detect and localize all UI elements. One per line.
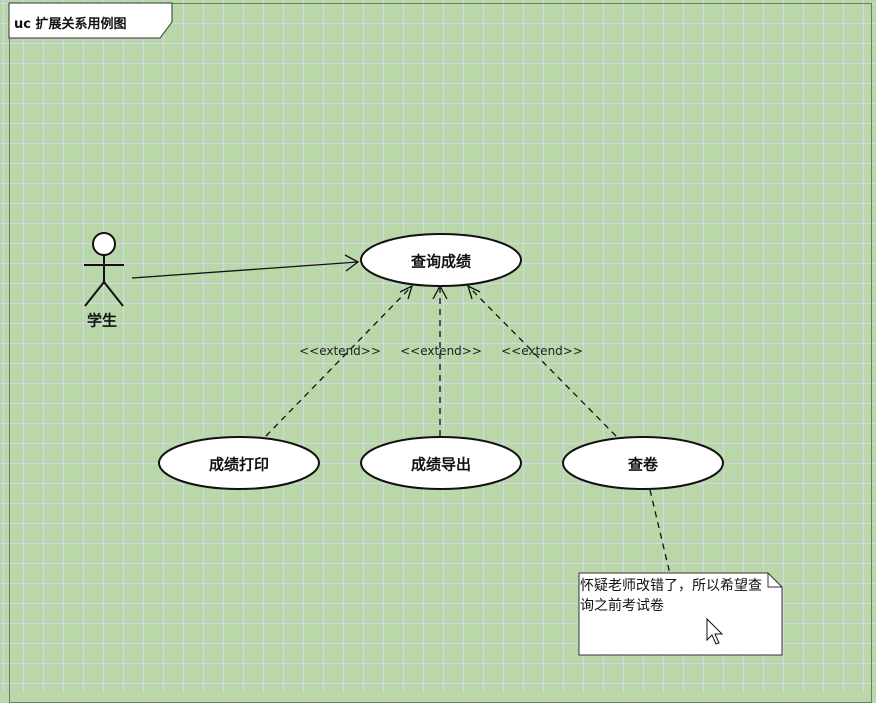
extend-arrow-review[interactable] [466, 284, 617, 437]
extend-label-review: <<extend>> [501, 344, 583, 358]
mouse-cursor-icon [706, 617, 724, 645]
note-box[interactable] [578, 572, 783, 656]
usecase-review-label: 查卷 [627, 455, 659, 474]
note-anchor-line [649, 489, 671, 575]
frame-title: uc 扩展关系用例图 [14, 17, 127, 32]
usecase-export-label: 成绩导出 [410, 455, 472, 474]
extend-arrow-export[interactable] [432, 284, 448, 436]
association-line[interactable] [131, 254, 360, 279]
frame-title-tab [8, 2, 173, 39]
note-text: 怀疑老师改错了，所以希望查询之前考试卷 [580, 578, 762, 614]
usecase-main-ellipse[interactable] [360, 233, 522, 287]
usecase-main-label: 查询成绩 [410, 252, 472, 271]
actor-label: 学生 [86, 311, 118, 330]
extend-arrow-print[interactable] [265, 284, 414, 437]
actor-figure[interactable] [84, 232, 124, 307]
extend-label-export: <<extend>> [400, 344, 482, 358]
extend-label-print: <<extend>> [299, 344, 381, 358]
usecase-print-ellipse[interactable] [158, 436, 320, 490]
note-fold [767, 573, 782, 588]
usecase-export-ellipse[interactable] [360, 436, 522, 490]
usecase-review-ellipse[interactable] [562, 436, 724, 490]
usecase-print-label: 成绩打印 [208, 455, 270, 474]
